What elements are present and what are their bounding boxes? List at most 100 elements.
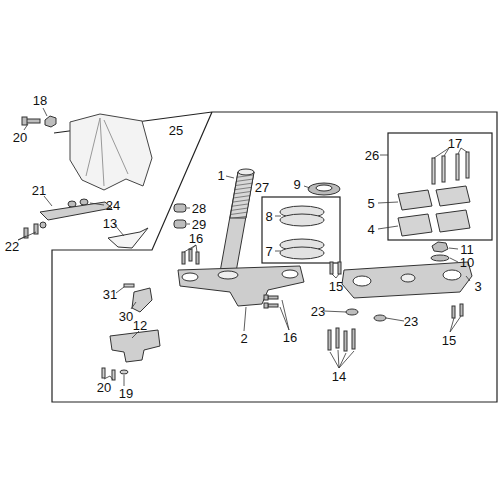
leader-line: [244, 307, 246, 331]
bolt: [336, 328, 339, 348]
handlebar-clamp: [398, 190, 432, 210]
bearing: [280, 247, 324, 259]
upper-clamp: [353, 276, 371, 286]
callout-number: 23: [404, 315, 418, 328]
lower-clamp: [182, 273, 198, 281]
bolt: [374, 315, 386, 321]
group-outline: [262, 197, 340, 263]
callout-number: 21: [32, 184, 46, 197]
fastener: [26, 119, 40, 123]
leader-line: [18, 108, 470, 386]
bolt: [268, 304, 278, 307]
leader-line: [132, 331, 139, 338]
leader-line: [378, 226, 398, 229]
mount-bracket: [124, 284, 134, 287]
upper-clamp: [342, 262, 472, 298]
fastener: [68, 201, 76, 207]
callout-number: 15: [442, 334, 456, 347]
bolt: [182, 249, 463, 351]
callout-number: 25: [169, 124, 183, 137]
fastener: [22, 117, 27, 125]
callout-number: 20: [13, 131, 27, 144]
lower-clamp: [178, 266, 304, 306]
bolt: [189, 249, 192, 261]
bearing: [308, 183, 340, 195]
leader-line: [187, 208, 190, 224]
number-plate: [70, 114, 152, 190]
group-outline: [52, 112, 497, 402]
callout-number: 8: [265, 210, 272, 223]
fastener: [22, 116, 186, 238]
mount-bracket: [132, 288, 152, 312]
callout-number: 7: [265, 245, 272, 258]
nut: [432, 242, 448, 252]
steering-stem: [238, 169, 254, 175]
mount-bracket: [102, 284, 160, 380]
leader-line: [90, 203, 104, 205]
leader-line: [18, 232, 36, 240]
leader-line: [434, 148, 467, 158]
bolt: [196, 252, 199, 264]
leader-line: [304, 186, 310, 188]
callout-number: 23: [311, 305, 325, 318]
handlebar-clamp: [398, 152, 470, 236]
number-plate: [86, 118, 128, 186]
fastener: [174, 220, 186, 228]
callout-number: 10: [460, 256, 474, 269]
handlebar-clamp: [436, 210, 470, 232]
bearing: [280, 183, 340, 259]
leader-line: [275, 216, 281, 251]
nut: [431, 242, 449, 261]
bolt: [328, 330, 331, 350]
bolt: [452, 306, 455, 318]
callout-number: 5: [367, 197, 374, 210]
callout-number: 4: [367, 223, 374, 236]
leader-line: [378, 202, 398, 203]
bearing: [280, 214, 324, 226]
mount-bracket: [102, 368, 105, 378]
callout-number: 15: [329, 280, 343, 293]
callout-number: 3: [474, 280, 481, 293]
steering-stem: [220, 169, 254, 272]
upper-clamp: [401, 274, 415, 282]
leader-line: [24, 124, 28, 130]
group-outline: [52, 112, 497, 402]
leader-line: [43, 108, 47, 116]
mount-bracket: [110, 330, 160, 362]
callout-number: 1: [217, 169, 224, 182]
nut: [431, 255, 449, 261]
mount-bracket: [120, 370, 128, 374]
bolt: [338, 262, 341, 274]
handlebar-clamp: [466, 152, 469, 178]
headlight-bracket: [40, 202, 148, 248]
upper-clamp: [443, 270, 461, 280]
bolt: [330, 262, 333, 274]
callout-number: 2: [240, 332, 247, 345]
callout-number: 24: [106, 199, 120, 212]
leader-line: [332, 274, 339, 278]
callout-number: 27: [255, 181, 269, 194]
handlebar-clamp: [398, 214, 432, 236]
handlebar-clamp: [442, 156, 445, 182]
bolt: [264, 295, 268, 300]
leader-line: [330, 350, 354, 368]
leader-line: [324, 311, 346, 312]
leader-line: [280, 300, 289, 330]
lower-clamp: [178, 266, 304, 306]
leader-line: [449, 248, 458, 262]
handlebar-clamp: [432, 158, 435, 184]
fastener: [45, 116, 56, 127]
number-plate: [70, 114, 152, 190]
callout-number: 18: [33, 94, 47, 107]
leader-line: [386, 318, 404, 321]
bolt: [460, 304, 463, 316]
callout-number: 12: [133, 319, 147, 332]
handlebar-clamp: [436, 186, 470, 206]
fastener: [40, 222, 46, 228]
mount-bracket: [112, 370, 115, 380]
callout-number: 13: [103, 217, 117, 230]
bolt: [182, 252, 185, 264]
callout-number: 20: [97, 381, 111, 394]
